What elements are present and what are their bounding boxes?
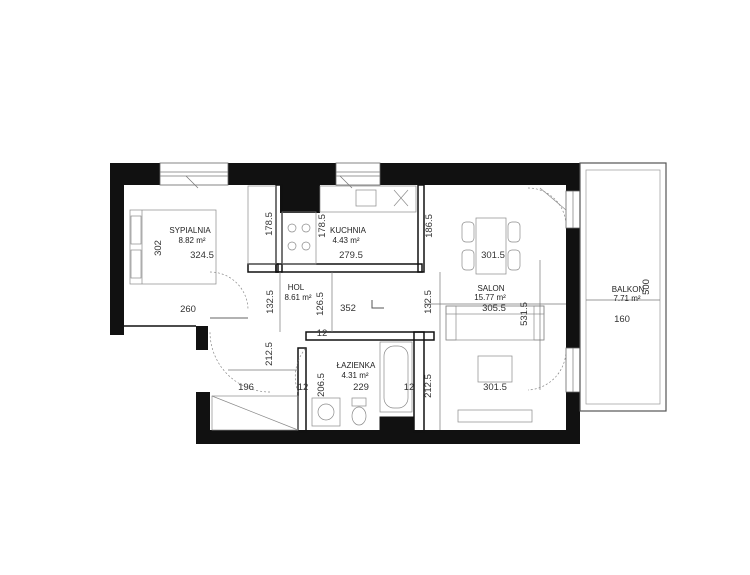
bathtub [379, 341, 413, 413]
dim-salon-height-low: 212.5 [423, 374, 434, 398]
dim-hol-bottom-width: 196 [238, 382, 254, 393]
wardrobe-hall [211, 395, 299, 431]
room-name-lazienka: ŁAZIENKA [337, 361, 376, 370]
dim-balkon-depth: 500 [641, 279, 652, 295]
dim-kuchnia-width: 279.5 [339, 250, 363, 261]
balcony [579, 162, 667, 412]
windows [159, 162, 581, 393]
dim-salon-width-top: 301.5 [481, 250, 505, 261]
dim-lazienka-width: 229 [353, 382, 369, 393]
room-name-balkon: BALKON [612, 285, 645, 294]
wm-marker [371, 300, 384, 309]
door-salon-leaf [539, 187, 567, 211]
guides [228, 260, 660, 430]
dim-salon-width-low: 301.5 [483, 382, 507, 393]
room-name-kuchnia: KUCHNIA [330, 226, 367, 235]
dim-hol-height-2: 126.5 [315, 292, 326, 316]
dim-hol-width: 352 [340, 303, 356, 314]
dim-wall-12-b: 12 [298, 382, 309, 393]
partition-kitchen [275, 263, 423, 273]
wall-top-right [380, 163, 580, 185]
wall-notch [196, 326, 208, 350]
dim-sypialnia-wardrobe: 178.5 [264, 212, 275, 236]
dim-hol-height-1: 132.5 [265, 290, 276, 314]
dim-salon-width-mid: 305.5 [482, 303, 506, 314]
dim-sypialnia-height: 302 [153, 240, 164, 256]
dim-salon-top-height: 186.5 [424, 214, 435, 238]
window-kitchen [335, 162, 381, 189]
coffee-table [477, 355, 513, 383]
dim-salon-depth: 531.5 [519, 302, 530, 326]
wall-bottom [196, 430, 580, 444]
room-area-salon: 15.77 m² [474, 293, 506, 302]
room-name-sypialnia: SYPIALNIA [169, 226, 211, 235]
dim-sypialnia-width: 324.5 [190, 250, 214, 261]
dining-table [461, 217, 521, 275]
door-bedroom [209, 271, 249, 311]
room-name-hol: HOL [288, 283, 305, 292]
bed [129, 209, 217, 285]
room-area-lazienka: 4.31 m² [341, 371, 368, 380]
wall-lower-left [196, 392, 210, 442]
doors [209, 187, 567, 393]
dimension-labels: 302 324.5 178.5 260 178.5 279.5 186.5 30… [153, 212, 652, 398]
wall-left [110, 163, 124, 335]
wall-right-bottom [566, 392, 580, 444]
window-salon-bottom [565, 347, 581, 393]
partition-bed-hall [247, 263, 279, 273]
room-area-hol: 8.61 m² [284, 293, 311, 302]
door-salon-top [527, 187, 567, 227]
window-bedroom [159, 162, 229, 189]
wall-top-mid [228, 163, 336, 185]
partition-bath-top [305, 331, 435, 341]
dim-salon-height-mid: 132.5 [423, 290, 434, 314]
dim-sypialnia-bottom: 260 [180, 304, 196, 315]
dim-wall-12-a: 12 [317, 328, 328, 339]
wall-bath-shaft [379, 416, 415, 434]
balcony-inner [585, 169, 661, 405]
kitchen-counter [281, 185, 417, 265]
tv-cabinet [457, 409, 533, 423]
room-area-kuchnia: 4.43 m² [332, 236, 359, 245]
door-salon-bottom [527, 349, 567, 391]
door-bathroom [294, 347, 307, 393]
dim-balkon-width: 160 [614, 314, 630, 325]
partition-bath-left [297, 347, 307, 433]
wardrobe-bedroom [247, 185, 277, 265]
sofa [445, 305, 545, 341]
furniture [129, 185, 545, 431]
room-labels: SYPIALNIA 8.82 m² KUCHNIA 4.43 m² HOL 8.… [169, 226, 644, 380]
room-area-balkon: 7.71 m² [613, 294, 640, 303]
toilet [351, 397, 367, 426]
window-salon-top [565, 190, 581, 229]
room-name-salon: SALON [477, 284, 504, 293]
washbasin [311, 397, 341, 427]
wall-shaft [280, 183, 320, 213]
room-area-sypialnia: 8.82 m² [178, 236, 205, 245]
dim-kuchnia-height: 178.5 [317, 214, 328, 238]
partition-bath-right [413, 331, 425, 433]
dim-lazienka-height: 206.5 [316, 373, 327, 397]
dim-wall-12-c: 12 [404, 382, 415, 393]
balcony-outline [579, 162, 667, 412]
walls [110, 163, 580, 444]
wall-right-top [566, 163, 580, 191]
dim-hol-left-height: 212.5 [264, 342, 275, 366]
interior-walls [124, 184, 435, 433]
partition-kitchen-right [417, 184, 425, 273]
wall-right-mid [566, 228, 580, 348]
